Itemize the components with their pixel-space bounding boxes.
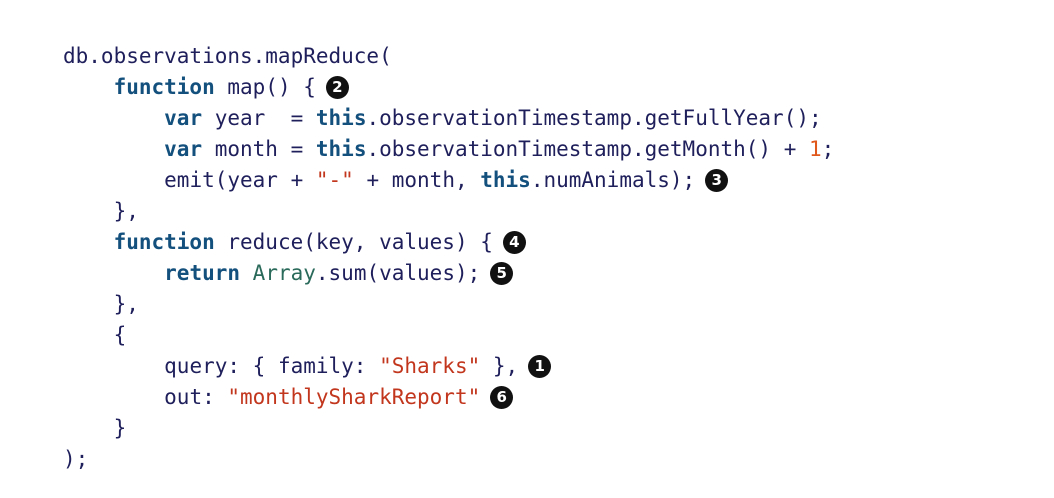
string-literal: "monthlySharkReport" (227, 385, 481, 409)
code-text: }, (480, 354, 519, 378)
string-literal: "Sharks" (379, 354, 481, 378)
code-text (240, 261, 253, 285)
code-text: reduce(key, values) { (214, 230, 493, 254)
code-line-7: function reduce(key, values) { 4 (63, 227, 834, 258)
code-line-11: query: { family: "Sharks" }, 1 (63, 351, 834, 382)
callout-5-icon: 5 (490, 262, 514, 285)
code-line-13: } (63, 413, 834, 444)
builtin-name: Array (252, 261, 316, 285)
number-literal: 1 (808, 137, 822, 161)
callout-6-icon: 6 (490, 386, 514, 409)
code-line-8: return Array.sum(values); 5 (63, 258, 834, 289)
code-text: db.observations.mapReduce( (63, 44, 392, 68)
code-text: .observationTimestamp.getMonth() + (366, 137, 809, 161)
code-text: month = (202, 137, 316, 161)
string-literal: "-" (315, 168, 354, 192)
callout-1-icon: 1 (528, 355, 552, 378)
code-text: .observationTimestamp.getFullYear(); (366, 106, 822, 130)
code-text: query: { family: (164, 354, 380, 378)
code-text: .numAnimals); (530, 168, 696, 192)
keyword: this (315, 137, 367, 161)
code-line-5: emit(year + "-" + month, this.numAnimals… (63, 165, 834, 196)
code-text: }, (113, 199, 139, 223)
code-text: map() { (214, 75, 316, 99)
keyword: var (164, 106, 203, 130)
code-line-9: }, (63, 289, 834, 320)
code-line-3: var year = this.observationTimestamp.get… (63, 103, 834, 134)
code-listing: db.observations.mapReduce( function map(… (63, 41, 834, 475)
keyword: this (480, 168, 531, 192)
code-line-12: out: "monthlySharkReport" 6 (63, 382, 834, 413)
code-text: year = (202, 106, 316, 130)
code-text: ; (821, 137, 835, 161)
code-line-14: ); (63, 444, 834, 475)
code-text: + month, (353, 168, 481, 192)
code-text: emit(year + (164, 168, 316, 192)
code-text: }, (113, 292, 139, 316)
code-text: ); (63, 447, 89, 471)
code-line-4: var month = this.observationTimestamp.ge… (63, 134, 834, 165)
code-text: out: (164, 385, 228, 409)
code-line-6: }, (63, 196, 834, 227)
callout-2-icon: 2 (325, 76, 349, 99)
keyword: function (113, 75, 215, 99)
keyword: return (164, 261, 241, 285)
callout-4-icon: 4 (502, 231, 526, 254)
code-line-2: function map() { 2 (63, 72, 834, 103)
code-line-10: { (63, 320, 834, 351)
code-text: { (113, 323, 127, 347)
keyword: this (315, 106, 367, 130)
keyword: function (113, 230, 215, 254)
code-text: .sum(values); (315, 261, 481, 285)
code-text: } (113, 416, 127, 440)
callout-3-icon: 3 (705, 169, 729, 192)
code-line-1: db.observations.mapReduce( (63, 41, 834, 72)
keyword: var (164, 137, 203, 161)
